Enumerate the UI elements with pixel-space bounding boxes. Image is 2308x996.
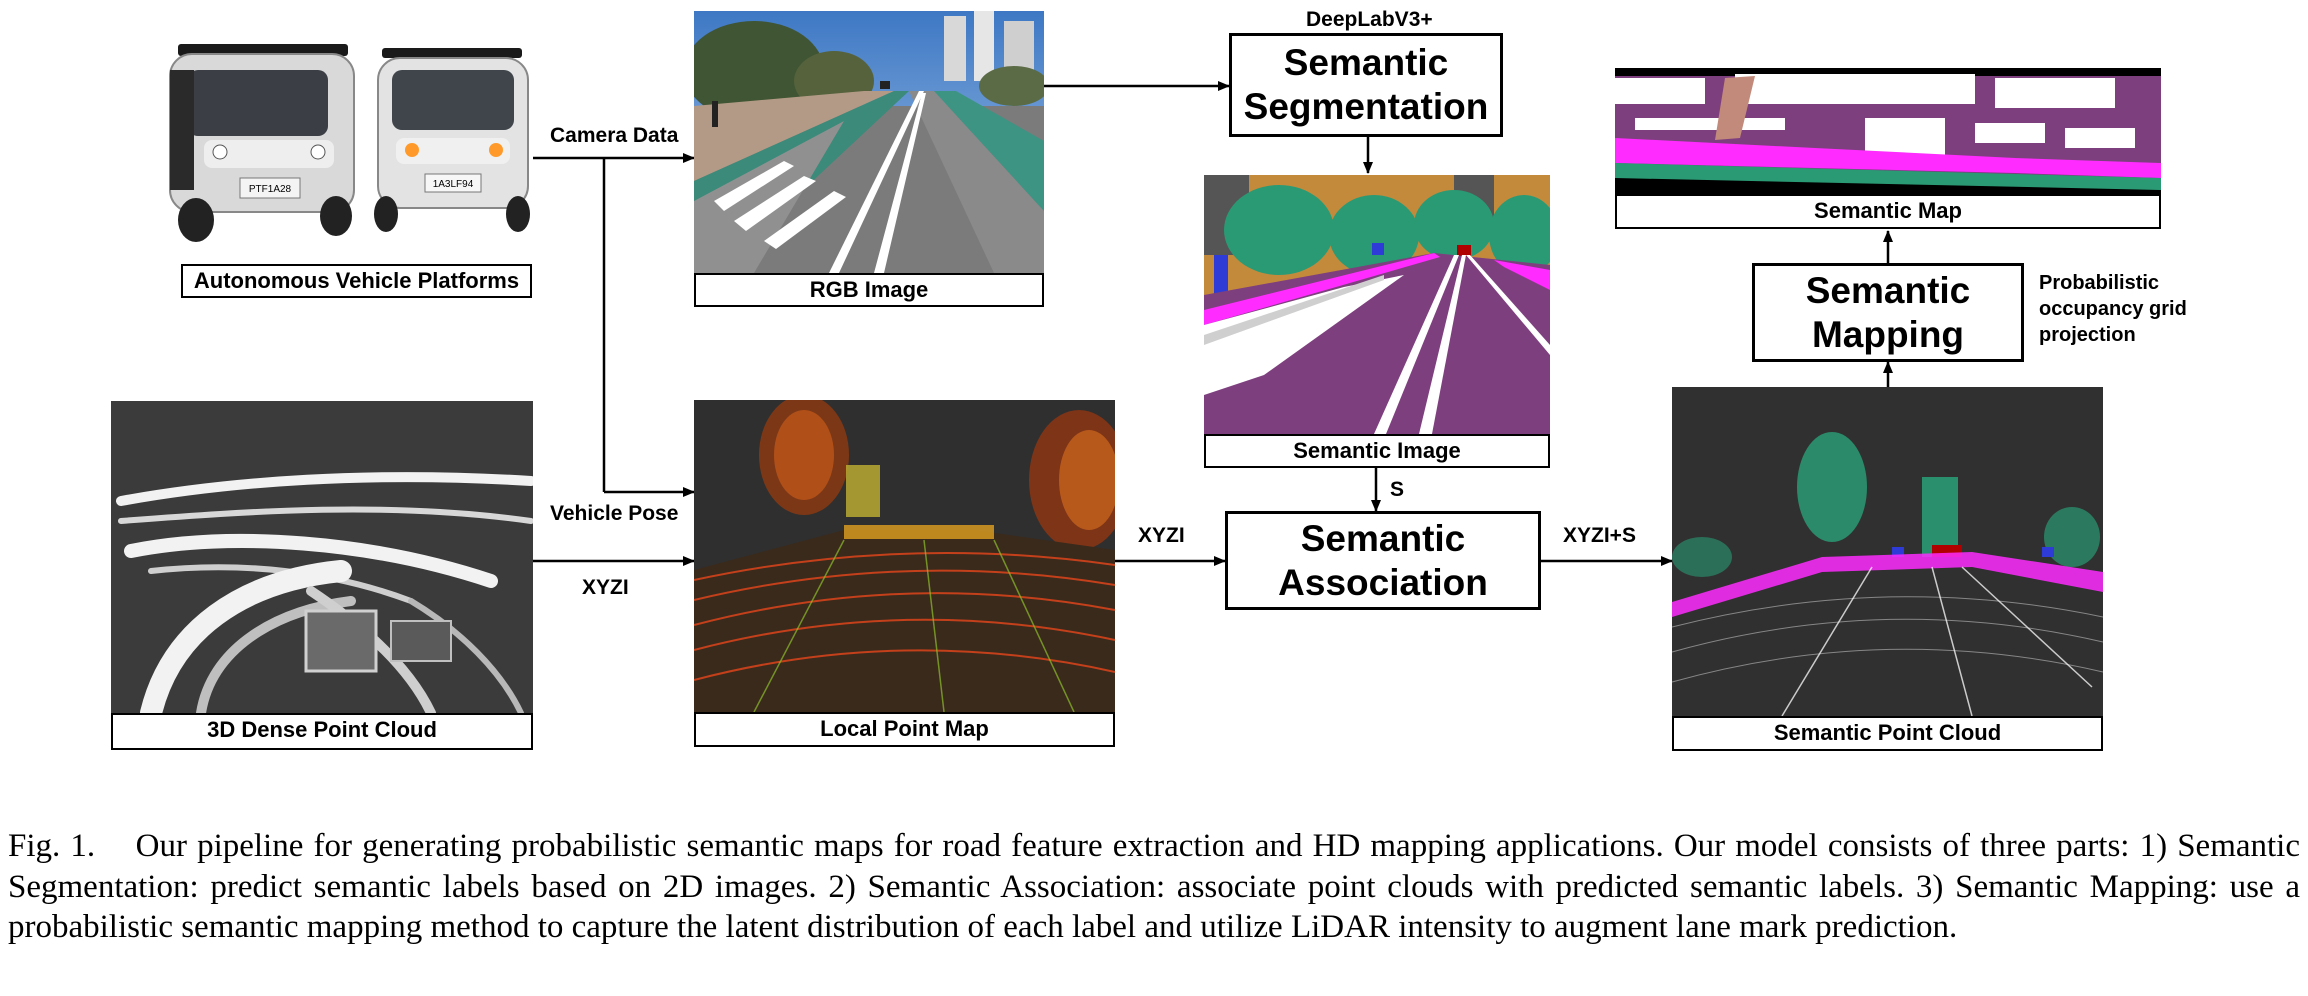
xyzi-local-label: XYZI bbox=[1138, 524, 1185, 547]
s-label: S bbox=[1390, 478, 1405, 501]
semantic-point-cloud-caption: Semantic Point Cloud bbox=[1672, 716, 2103, 751]
semantic-map-image bbox=[1615, 68, 2161, 194]
semantic-mapping-box: Semantic Mapping bbox=[1752, 263, 2024, 362]
vehicle-right: 1A3LF94 bbox=[374, 48, 530, 232]
dense-point-cloud-image bbox=[111, 401, 533, 713]
vehicle-left: PTF1A28 bbox=[169, 44, 355, 242]
left-plate-text: PTF1A28 bbox=[249, 184, 292, 195]
semantic-association-line1: Semantic bbox=[1300, 517, 1466, 559]
rgb-image bbox=[694, 11, 1044, 273]
vehicle-platforms-image: PTF1A28 1A3LF94 bbox=[160, 40, 540, 255]
vehicle-pose-label: Vehicle Pose bbox=[550, 502, 679, 525]
semantic-association-line2: Association bbox=[1278, 561, 1488, 603]
mapping-note-line3: projection bbox=[2039, 324, 2136, 346]
semantic-association-box: Semantic Association bbox=[1225, 511, 1541, 610]
semantic-point-cloud-image bbox=[1672, 387, 2103, 716]
xyzi-dense-label: XYZI bbox=[582, 576, 629, 599]
dense-point-cloud-caption: 3D Dense Point Cloud bbox=[111, 713, 533, 750]
figure-caption: Fig. 1. Our pipeline for generating prob… bbox=[8, 826, 2300, 948]
semantic-segmentation-box: Semantic Segmentation bbox=[1229, 33, 1503, 137]
semantic-map-caption: Semantic Map bbox=[1615, 194, 2161, 229]
vehicle-platforms-caption: Autonomous Vehicle Platforms bbox=[181, 264, 532, 298]
semantic-mapping-line2: Mapping bbox=[1811, 313, 1965, 355]
semantic-segmentation-line1: Semantic bbox=[1283, 42, 1449, 83]
mapping-note-line2: occupancy grid bbox=[2039, 298, 2187, 320]
semantic-image bbox=[1204, 175, 1550, 434]
xyzi-s-label: XYZI+S bbox=[1563, 524, 1636, 547]
local-point-map-image bbox=[694, 400, 1115, 712]
rgb-image-caption: RGB Image bbox=[694, 273, 1044, 307]
segmentation-model-label: DeepLabV3+ bbox=[1306, 8, 1433, 31]
camera-data-label: Camera Data bbox=[550, 124, 679, 147]
right-plate-text: 1A3LF94 bbox=[433, 179, 474, 190]
semantic-image-caption: Semantic Image bbox=[1204, 434, 1550, 468]
semantic-mapping-line1: Semantic bbox=[1805, 269, 1971, 311]
semantic-segmentation-line2: Segmentation bbox=[1243, 86, 1489, 127]
local-point-map-caption: Local Point Map bbox=[694, 712, 1115, 747]
figure-caption-text: Our pipeline for generating probabilisti… bbox=[8, 828, 2301, 945]
mapping-note-line1: Probabilistic bbox=[2039, 272, 2160, 294]
figure-caption-label: Fig. 1. bbox=[8, 828, 96, 864]
